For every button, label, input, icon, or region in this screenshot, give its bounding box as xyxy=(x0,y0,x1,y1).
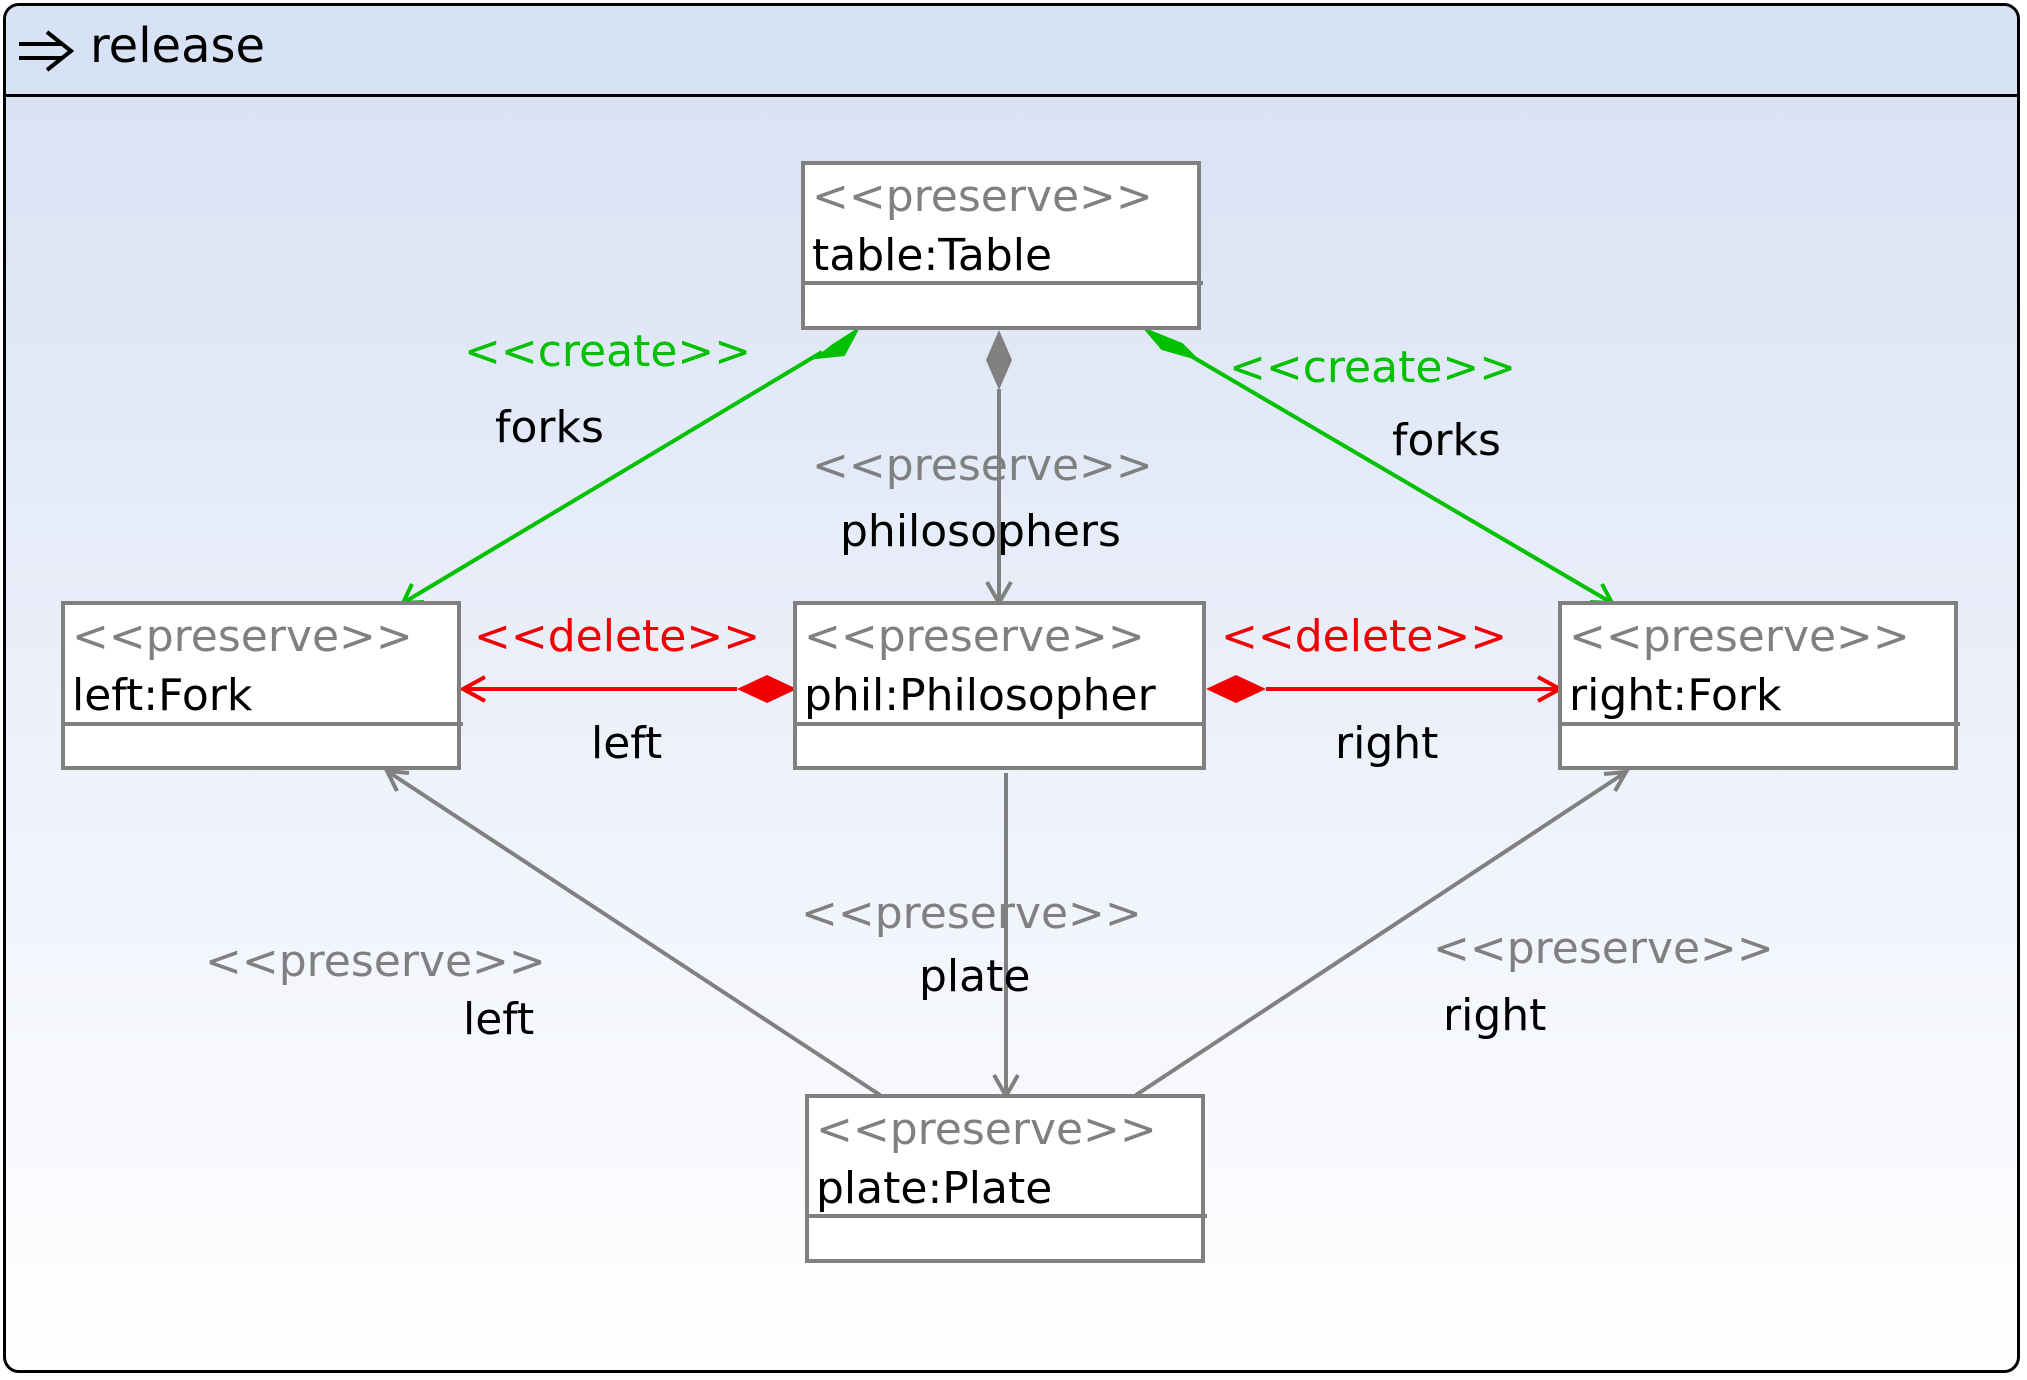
edge-phil-plate-label: plate xyxy=(919,951,1030,1002)
node-title: phil:Philosopher xyxy=(804,670,1157,721)
edge-phil-left-label: left xyxy=(591,718,662,769)
edge-phil-right-stereotype: <<delete>> xyxy=(1221,611,1507,662)
node-plate[interactable]: <<preserve>> plate:Plate xyxy=(805,1094,1207,1263)
composition-diamond-icon xyxy=(1206,675,1266,703)
edge-forks-right-label: forks xyxy=(1392,415,1501,466)
edge-phil-left[interactable] xyxy=(458,675,797,703)
node-left-fork[interactable]: <<preserve>> left:Fork xyxy=(61,601,463,770)
node-stereotype: <<preserve>> xyxy=(804,611,1145,662)
edge-forks-right-stereotype: <<create>> xyxy=(1229,342,1516,393)
edge-plate-left-label: left xyxy=(463,994,534,1045)
composition-diamond-icon xyxy=(812,326,861,360)
edge-plate-left[interactable] xyxy=(383,768,882,1097)
composition-diamond-icon xyxy=(737,675,797,703)
node-stereotype: <<preserve>> xyxy=(72,611,413,662)
node-stereotype: <<preserve>> xyxy=(816,1104,1157,1155)
edge-phil-right-label: right xyxy=(1335,718,1438,769)
composition-diamond-icon xyxy=(1144,328,1201,362)
arrowhead-icon xyxy=(1603,769,1630,793)
node-stereotype: <<preserve>> xyxy=(812,171,1153,222)
edge-forks-left-stereotype: <<create>> xyxy=(464,326,751,377)
edge-plate-right-label: right xyxy=(1443,990,1546,1041)
edge-phil-left-stereotype: <<delete>> xyxy=(474,611,760,662)
node-title: plate:Plate xyxy=(816,1163,1052,1214)
rule-title: release xyxy=(90,18,266,74)
edge-plate-left-stereotype: <<preserve>> xyxy=(205,936,546,987)
composition-diamond-icon xyxy=(986,330,1012,390)
edge-forks-left-label: forks xyxy=(495,402,604,453)
edge-philosophers-stereotype: <<preserve>> xyxy=(812,440,1153,491)
node-table[interactable]: <<preserve>> table:Table xyxy=(801,161,1203,330)
edge-phil-right[interactable] xyxy=(1206,675,1565,703)
rule-arrow-icon xyxy=(19,30,75,72)
node-title: right:Fork xyxy=(1569,670,1782,721)
node-right-fork[interactable]: <<preserve>> right:Fork xyxy=(1558,601,1960,770)
node-stereotype: <<preserve>> xyxy=(1569,611,1910,662)
edge-plate-right[interactable] xyxy=(1134,769,1630,1097)
node-title: left:Fork xyxy=(72,670,253,721)
node-title: table:Table xyxy=(812,230,1052,281)
edge-philosophers-label: philosophers xyxy=(840,506,1121,557)
arrowhead-icon xyxy=(458,675,486,703)
rule-header: release xyxy=(6,6,2017,97)
node-phil[interactable]: <<preserve>> phil:Philosopher xyxy=(793,601,1206,770)
edge-phil-plate-stereotype: <<preserve>> xyxy=(801,888,1142,939)
arrowhead-icon xyxy=(383,768,410,792)
edge-plate-right-stereotype: <<preserve>> xyxy=(1433,923,1774,974)
